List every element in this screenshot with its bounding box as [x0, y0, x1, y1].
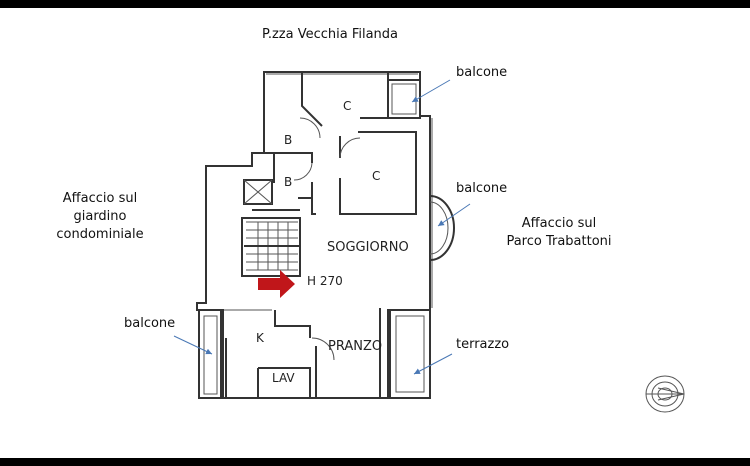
red-arrow-icon	[258, 270, 295, 298]
floor-plan-canvas: P.zza Vecchia Filanda balcone balcone ba…	[0, 8, 750, 458]
room-pranzo-label: PRANZO	[328, 339, 382, 354]
affaccio-parco-note: Affaccio sul Parco Trabattoni	[494, 215, 624, 251]
balcone-top-label: balcone	[456, 65, 508, 80]
affaccio-left-line-2: giardino	[73, 209, 127, 224]
street-label: P.zza Vecchia Filanda	[262, 27, 398, 42]
affaccio-left-line-1: Affaccio sul	[62, 191, 138, 206]
interior-walls	[224, 72, 417, 398]
balcone-right-shape	[429, 195, 455, 261]
room-c1-label: C	[343, 99, 351, 113]
exterior-walls	[196, 71, 433, 399]
annotation-arrows	[173, 79, 471, 375]
floor-plan-drawing: C C B B SOGGIORNO H 270 PRANZO K LAV	[173, 71, 685, 413]
arrow-balcone-right	[437, 203, 471, 227]
ceiling-height-label: H 270	[307, 274, 343, 288]
room-b2-label: B	[284, 175, 292, 189]
room-soggiorno-label: SOGGIORNO	[327, 240, 409, 255]
room-c2-label: C	[372, 169, 380, 183]
arrow-balcone-left	[173, 335, 213, 355]
door-swings	[293, 117, 361, 361]
balcone-top-shape	[387, 79, 421, 119]
room-kitchen-label: K	[256, 331, 265, 345]
balcone-left-label: balcone	[124, 316, 176, 331]
affaccio-right-line-1: Affaccio sul	[521, 216, 597, 231]
room-lav-label: LAV	[272, 371, 295, 385]
balcone-right-label: balcone	[456, 181, 508, 196]
balcone-left-shape	[198, 309, 222, 399]
stairwell	[243, 179, 300, 271]
affaccio-left-line-3: condominiale	[56, 227, 144, 242]
arrow-balcone-top	[411, 79, 451, 103]
compass-icon	[645, 375, 685, 413]
room-b1-label: B	[284, 133, 292, 147]
affaccio-giardino-note: Affaccio sul giardino condominiale	[40, 190, 160, 244]
terrazzo-shape	[389, 309, 431, 399]
terrazzo-label: terrazzo	[456, 337, 510, 352]
arrow-terrazzo	[413, 353, 453, 375]
affaccio-right-line-2: Parco Trabattoni	[506, 234, 612, 249]
